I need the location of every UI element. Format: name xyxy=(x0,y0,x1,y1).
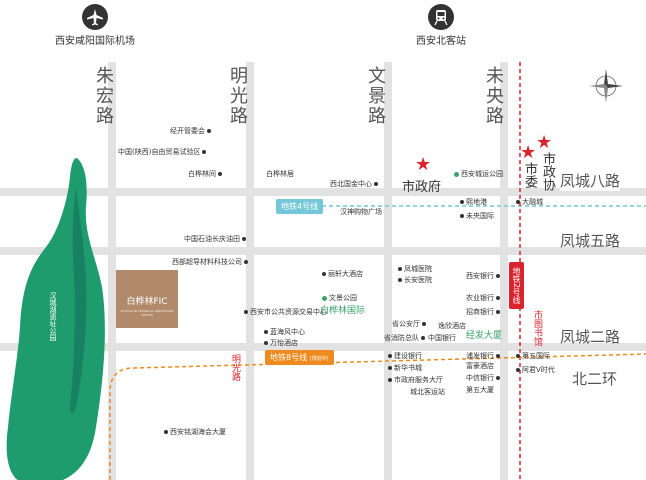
poi: 省消防总队 xyxy=(384,334,427,343)
poi: 第五国际 xyxy=(514,352,550,361)
block xyxy=(508,351,646,480)
block xyxy=(508,255,646,343)
poi: 阿君V时代 xyxy=(514,366,555,375)
airport-label: 西安咸阳国际机场 xyxy=(55,36,135,47)
poi: 大融城 xyxy=(514,198,543,207)
project-logo: 白桦林FIC xyxy=(126,297,168,307)
metro8-label: 地铁8号线 (规划中) xyxy=(265,350,334,365)
park-label: 汉城湖遗址公园 xyxy=(49,292,57,341)
city-cppcc-star: ★ xyxy=(536,132,553,153)
city-cppcc-label: 市政协 xyxy=(540,152,555,191)
library-station: 市图书馆 xyxy=(532,310,542,346)
block xyxy=(0,62,108,188)
train-icon xyxy=(428,4,454,30)
block xyxy=(116,196,246,247)
poi: 西安市公共资源交易中心 xyxy=(242,308,327,317)
block xyxy=(392,255,500,343)
block xyxy=(116,351,246,480)
poi: 西安银行 xyxy=(466,272,502,281)
city-committee-label: 市委 xyxy=(522,162,537,188)
poi: 丽轩大酒店 xyxy=(320,270,363,279)
poi: 西安铭湖海会大厦 xyxy=(162,428,226,437)
road-fengcheng-2: 凤城二路 xyxy=(560,328,621,346)
metro4-label: 地铁4号线 xyxy=(276,199,324,214)
road-mingguang-small: 明光路 xyxy=(230,354,240,381)
block xyxy=(508,196,646,247)
map-area: 凤城八路 凤城五路 凤城二路 北二环 朱宏路 明光路 文景路 未央路 汉城湖遗址… xyxy=(0,62,646,480)
poi: 汉神购物广场 xyxy=(340,208,382,216)
poi: 浦发银行 xyxy=(466,352,502,361)
road-north-2nd-ring: 北二环 xyxy=(572,370,618,388)
poi: 新华书城 xyxy=(386,364,422,373)
poi: 未央国际 xyxy=(458,212,494,221)
poi: 经发大厦 xyxy=(466,331,503,341)
block xyxy=(392,351,500,480)
block xyxy=(116,62,246,188)
poi: 西安城运公园 xyxy=(452,170,503,179)
poi: 省公安厅 xyxy=(392,320,428,329)
poi: 招商银行 xyxy=(466,308,502,317)
poi: 中国(陕西)自由贸易试验区 xyxy=(118,148,208,157)
metro8-name: 地铁8号线 xyxy=(270,353,308,362)
hancheng-lake-park xyxy=(6,158,105,480)
poi: 市政府服务大厅 xyxy=(386,376,443,385)
compass-icon xyxy=(589,69,623,103)
project-subtitle: BAIHUALIN FINANCIAL INNOVATION CENTER xyxy=(120,309,174,317)
project-block: 白桦林FIC BAIHUALIN FINANCIAL INNOVATION CE… xyxy=(116,270,178,328)
poi: 文景公园 xyxy=(320,294,357,303)
poi: 建设银行 xyxy=(386,352,422,361)
city-gov-star: ★ xyxy=(415,154,432,175)
poi-project: 白桦林国际 xyxy=(320,306,366,316)
poi: 凤城医院 xyxy=(396,265,432,274)
poi: 白桦林居 xyxy=(266,170,294,178)
poi: 白桦林间 xyxy=(188,170,224,179)
road-zhuhong: 朱宏路 xyxy=(93,66,114,126)
road-wenjing: 文景路 xyxy=(365,66,386,126)
block xyxy=(392,62,500,188)
poi: 中信银行 xyxy=(466,374,502,383)
poi: 经开管委会 xyxy=(170,127,213,136)
poi: 逸欣酒店 xyxy=(438,322,466,330)
block xyxy=(254,351,384,480)
poi: 第五大厦 xyxy=(466,386,494,394)
poi: 中国石油长庆油田 xyxy=(184,235,248,244)
metro2-label: 地铁2号线 xyxy=(509,262,524,310)
block xyxy=(508,62,646,188)
poi: 西北国金中心 xyxy=(330,180,380,189)
city-committee-star: ★ xyxy=(520,142,537,163)
road-mingguang: 明光路 xyxy=(227,66,248,126)
poi: 西部超导材料科技公司 xyxy=(172,258,250,267)
header-bar: 西安咸阳国际机场 西安北客站 xyxy=(0,0,646,62)
north-station-label: 西安北客站 xyxy=(416,36,466,47)
poi: 富豪酒店 xyxy=(466,362,494,370)
city-gov-label: 市政府 xyxy=(402,180,442,195)
metro4-line xyxy=(280,205,646,207)
poi: 长安医院 xyxy=(396,276,432,285)
poi: 蓝海风中心 xyxy=(262,328,305,337)
poi: 农业银行 xyxy=(466,294,502,303)
poi: 城北客运站 xyxy=(410,388,445,396)
block xyxy=(254,62,384,188)
poi: 万怡酒店 xyxy=(262,339,298,348)
metro8-note: (规划中) xyxy=(309,356,329,362)
airplane-icon xyxy=(82,4,108,30)
road-fengcheng-5: 凤城五路 xyxy=(560,232,621,250)
poi: 中国银行 xyxy=(428,334,456,342)
road-fengcheng-8: 凤城八路 xyxy=(560,170,621,191)
poi: 熙地港 xyxy=(458,198,487,207)
block xyxy=(254,255,384,343)
road-weiyang: 未央路 xyxy=(483,66,504,126)
block xyxy=(392,196,500,247)
metro8-line xyxy=(109,353,646,480)
